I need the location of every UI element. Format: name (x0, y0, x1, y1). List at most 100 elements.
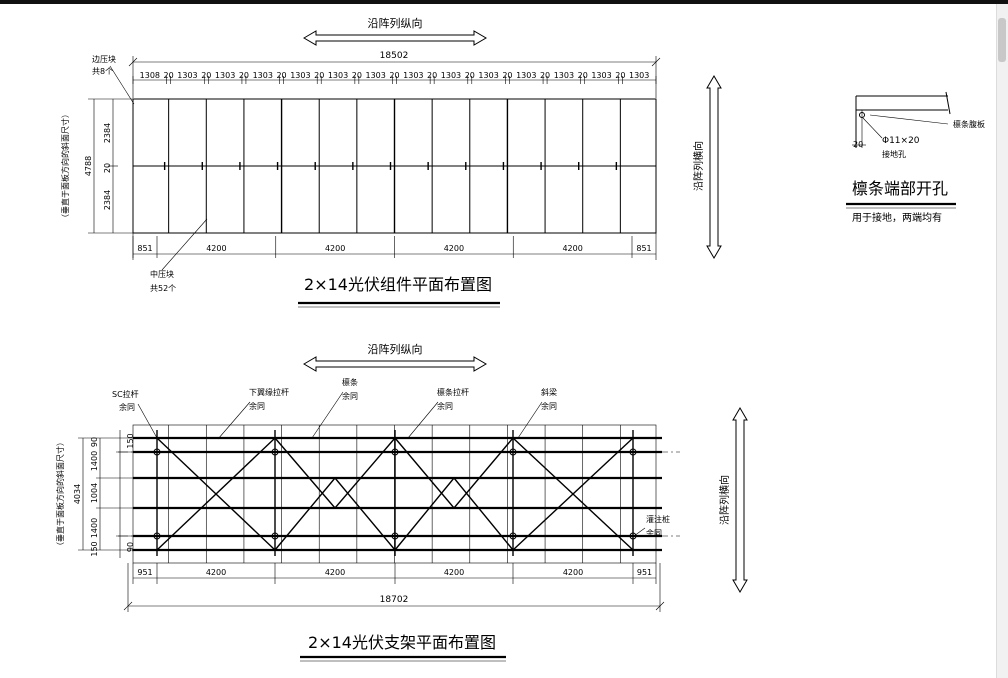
panel-dimension-value: 20 (276, 71, 286, 80)
purlin-sub: 余同 (342, 391, 358, 401)
slope-dimension-note: （垂直于面板方向的斜面尺寸） (60, 110, 70, 222)
lower-flange-rod-sub: 余同 (249, 401, 265, 411)
hole-size-label: Φ11×20 (882, 136, 920, 146)
panel-dimension-value: 20 (389, 71, 399, 80)
mid-clamp-label: 中压块 (150, 269, 174, 279)
top-border (0, 0, 1008, 4)
pile-icon (153, 532, 161, 540)
longitudinal-direction-label: 沿阵列纵向 (368, 16, 423, 30)
panel-dimension-value: 20 (578, 71, 588, 80)
support-bottom-offset: 150 (90, 541, 99, 556)
lower-row-height: 2384 (103, 190, 112, 210)
support-bottom-dimension-value: 951 (637, 568, 652, 577)
hole-offset-label: 20 (853, 140, 863, 149)
support-bottom-dimension-value: 4200 (325, 568, 345, 577)
support-span-3: 1400 (90, 518, 99, 538)
pile-icon (509, 532, 517, 540)
total-height-value: 4788 (84, 156, 93, 176)
panel-dimension-value: 20 (540, 71, 550, 80)
panel-dimension-value: 1303 (441, 71, 461, 80)
v-brace-line (394, 437, 514, 510)
inclined-beam-label: 斜梁 (541, 387, 557, 397)
edge-clamp-label: 边压块 (92, 54, 116, 64)
panel-dimension-value: 1308 (140, 71, 160, 80)
panel-dimension-value: 20 (427, 71, 437, 80)
total-length-value: 18502 (380, 51, 409, 61)
transverse-direction-arrow: 沿阵列横向 (692, 75, 722, 259)
support-bottom-dimension-value: 4200 (444, 568, 464, 577)
pile-sub: 余同 (646, 528, 662, 538)
bracing-lines (156, 430, 634, 556)
panel-dimension-value: 1303 (177, 71, 197, 80)
pile-label: 灌注桩 (646, 514, 670, 524)
panel-dimension-value: 1303 (253, 71, 273, 80)
edge-clamp-count: 共8个 (92, 67, 113, 76)
panel-dimension-value: 1303 (365, 71, 385, 80)
sc-rod-label: SC拉杆 (112, 389, 139, 399)
support-top-offset-b: 150 (126, 433, 135, 448)
panel-dimension-value: 1303 (328, 71, 348, 80)
support-bottom-dimension-value: 4200 (206, 568, 226, 577)
support-top-offset: 90 (90, 437, 99, 447)
panel-dimension-value: 20 (164, 71, 174, 80)
purlin-rod-label: 檩条拉杆 (437, 387, 469, 397)
support-layout-plan: 沿阵列纵向 SC拉杆 余同 下翼缘拉杆 余同 檩条 余同 (55, 342, 748, 662)
vertical-scrollbar[interactable] (996, 4, 1008, 678)
total-length-dimension: 18502 (128, 51, 661, 98)
bottom-dimension-value: 4200 (206, 244, 226, 253)
longitudinal-direction-label-2: 沿阵列纵向 (368, 342, 423, 356)
transverse-direction-label: 沿阵列横向 (692, 141, 705, 191)
support-bottom-dimension-value: 4200 (563, 568, 583, 577)
pile-markers (153, 448, 637, 540)
mid-clamp-count: 共52个 (150, 284, 176, 293)
pile-icon (629, 448, 637, 456)
panel-dimension-value: 20 (201, 71, 211, 80)
panel-dimension-value: 20 (502, 71, 512, 80)
support-span-1: 1400 (90, 451, 99, 471)
panel-dimension-value: 1303 (478, 71, 498, 80)
bottom-dimension-value: 4200 (562, 244, 582, 253)
grounding-hole-label: 接地孔 (882, 149, 906, 159)
support-layout-title: 2×14光伏支架平面布置图 (308, 633, 496, 652)
x-brace-line (156, 437, 276, 551)
inclined-beam-sub: 余同 (541, 401, 557, 411)
lower-flange-rod-label: 下翼缘拉杆 (249, 387, 289, 397)
pile-icon (509, 448, 517, 456)
purlin-label: 檩条 (342, 377, 358, 387)
transverse-direction-arrow-2: 沿阵列横向 (718, 407, 748, 593)
purlin-detail-note: 用于接地，两端均有 (852, 211, 942, 224)
panel-dimension-value: 20 (352, 71, 362, 80)
height-dimension: 4788 2384 20 2384 （垂直于面板方向的斜面尺寸） (60, 98, 133, 234)
panel-dimension-value: 1303 (215, 71, 235, 80)
v-brace-line (394, 476, 514, 551)
bottom-dimension-value: 851 (137, 244, 152, 253)
sc-rod-sub: 余同 (119, 402, 135, 412)
pile-icon (391, 532, 399, 540)
support-slope-note: （垂直于面板方向的斜面尺寸） (55, 438, 65, 550)
support-height-dimension: 4034 90 1400 1004 1400 150 150 90 （垂直于面板… (55, 430, 150, 558)
purlin-lines (118, 436, 680, 552)
panel-dimension-value: 1303 (290, 71, 310, 80)
panel-dimension-value: 1303 (516, 71, 536, 80)
scrollbar-thumb[interactable] (998, 18, 1006, 62)
pile-icon (271, 532, 279, 540)
pile-icon (391, 448, 399, 456)
purlin-end-hole-detail: 檩条腹板 Φ11×20 接地孔 20 檩条端部开孔 用于接地，两端均有 (846, 91, 985, 224)
upper-row-height: 2384 (103, 123, 112, 143)
panel-dimension-value: 1303 (629, 71, 649, 80)
support-callouts: SC拉杆 余同 下翼缘拉杆 余同 檩条 余同 檩条拉杆 余同 斜梁 余同 灌注桩… (112, 377, 670, 538)
purlin-rod-sub: 余同 (437, 401, 453, 411)
v-brace-line (274, 476, 396, 551)
x-brace-line (512, 437, 634, 551)
panel-dimension-value: 1303 (591, 71, 611, 80)
purlin-detail-title: 檩条端部开孔 (852, 179, 948, 198)
row-gap-height: 20 (103, 163, 112, 173)
pile-icon (271, 448, 279, 456)
v-brace-line (274, 437, 396, 510)
support-bottom-offset-b: 90 (126, 542, 135, 552)
bottom-dimension-value: 851 (636, 244, 651, 253)
